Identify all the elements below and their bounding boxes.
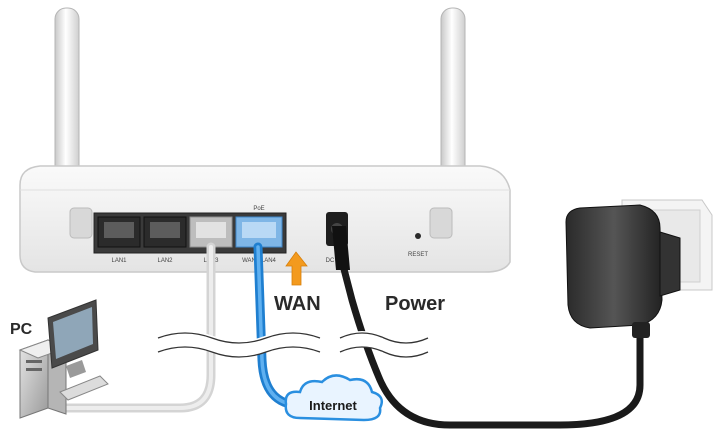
desktop-computer-icon xyxy=(20,300,108,418)
lan1-port[interactable] xyxy=(98,217,140,247)
pc-label: PC xyxy=(10,321,33,338)
right-antenna-mount xyxy=(430,208,452,238)
dc-label: DC xyxy=(326,258,335,264)
cloud-icon: Internet xyxy=(286,375,382,420)
wan-lan4-port[interactable] xyxy=(236,217,282,247)
cable-break-marks xyxy=(158,333,428,357)
reset-label: RESET xyxy=(408,252,428,258)
reset-button[interactable] xyxy=(415,233,421,239)
lan1-port-label: LAN1 xyxy=(111,258,127,264)
wan-label: WAN xyxy=(274,293,321,315)
lan2-port[interactable] xyxy=(144,217,186,247)
left-antenna-mount xyxy=(70,208,92,238)
internet-label: Internet xyxy=(309,398,357,413)
lan2-port-label: LAN2 xyxy=(157,258,173,264)
power-adapter-icon xyxy=(566,200,712,338)
poe-label: PoE xyxy=(253,206,264,212)
power-label: Power xyxy=(385,293,445,315)
